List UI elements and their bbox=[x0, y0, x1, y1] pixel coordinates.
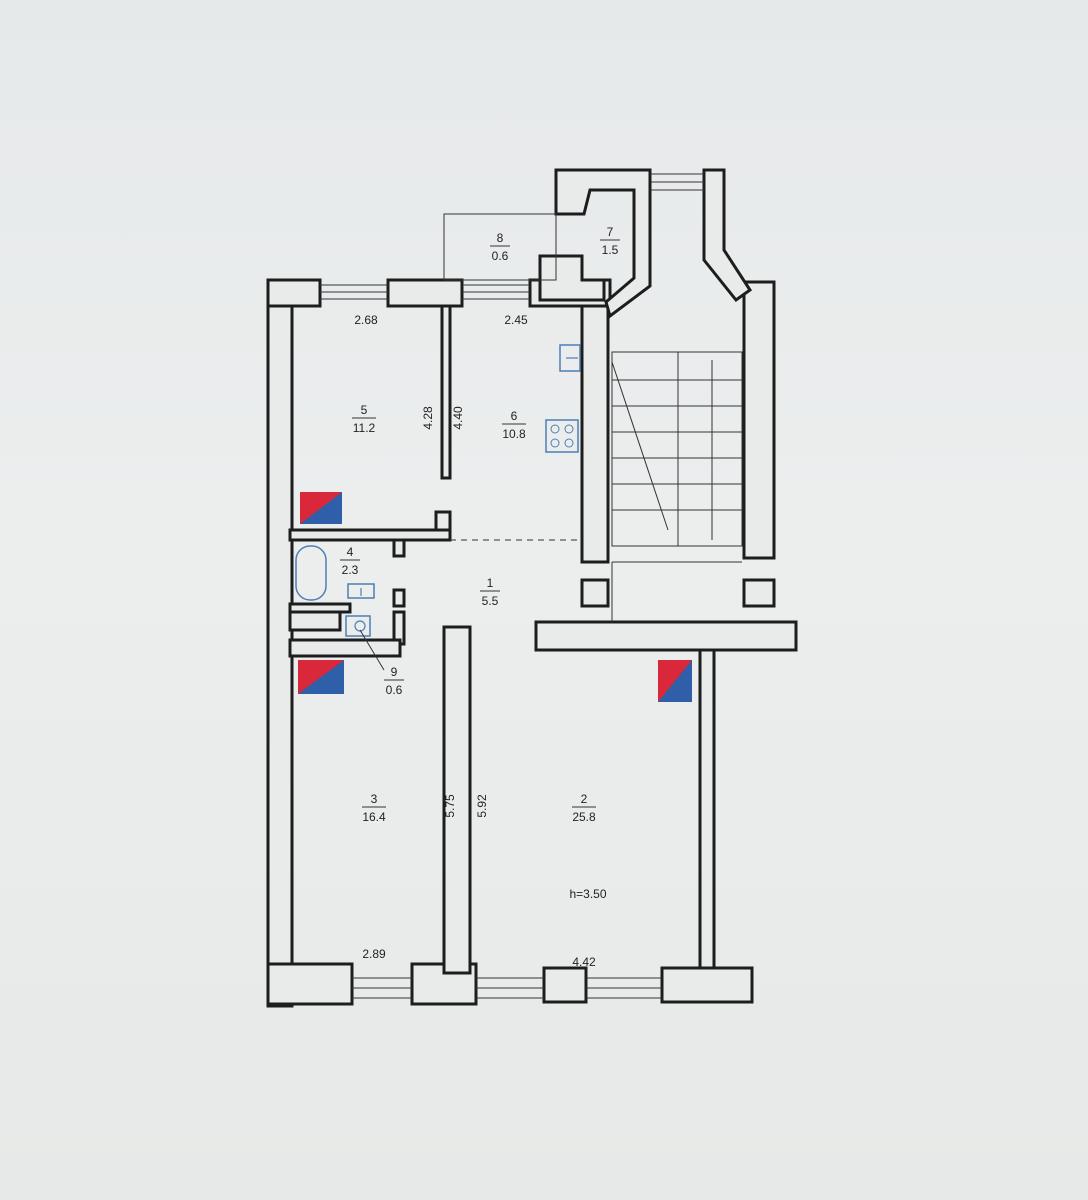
wall-bath-east-b bbox=[392, 588, 406, 608]
north-wall-segment-a bbox=[266, 278, 322, 308]
dimension-labels: 2.68 2.45 4.28 4.40 5.75 5.92 2.89 4.42 … bbox=[354, 313, 607, 969]
vestibule-walls bbox=[538, 168, 753, 319]
room-2-number: 2 bbox=[581, 792, 588, 806]
room-8-number: 8 bbox=[497, 231, 504, 245]
wall-5-6-upper bbox=[440, 304, 452, 480]
radiator-icon-room5 bbox=[300, 492, 342, 524]
room-7-area: 1.5 bbox=[602, 243, 619, 257]
dim-room6-width: 2.45 bbox=[504, 313, 528, 327]
room-9-area: 0.6 bbox=[386, 683, 403, 697]
sink-icon bbox=[347, 583, 375, 599]
wall-wc-west bbox=[288, 610, 342, 632]
wall-stair-post bbox=[580, 578, 610, 608]
wall-3-north bbox=[288, 638, 402, 658]
room-7-number: 7 bbox=[607, 225, 614, 239]
room-1-number: 1 bbox=[487, 576, 494, 590]
room-6-area: 10.8 bbox=[502, 427, 526, 441]
room-1-area: 5.5 bbox=[482, 594, 499, 608]
room-labels: 1 5.5 2 25.8 3 16.4 4 2.3 5 11.2 6 10.8 … bbox=[340, 225, 620, 824]
south-wall-segment-c bbox=[542, 966, 588, 1004]
room8-wall bbox=[538, 254, 606, 302]
wall-kitchen-east bbox=[580, 304, 610, 564]
south-wall-segment-a bbox=[266, 962, 354, 1006]
wall-bath-east-a bbox=[392, 538, 406, 558]
dim-room2-width: 4.42 bbox=[572, 955, 596, 969]
stove-icon bbox=[545, 419, 579, 453]
room-5-number: 5 bbox=[361, 403, 368, 417]
balcony-outline bbox=[443, 213, 557, 281]
wall-stair-east-post bbox=[742, 578, 776, 608]
room-4-number: 4 bbox=[347, 545, 354, 559]
west-wall bbox=[266, 278, 294, 1008]
south-wall-segment-d bbox=[660, 966, 754, 1004]
radiator-icon-room3 bbox=[298, 660, 344, 694]
windows bbox=[320, 173, 704, 999]
stair-shaft-wall bbox=[702, 168, 753, 303]
stairs-icon bbox=[611, 351, 743, 622]
ceiling-height: h=3.50 bbox=[569, 887, 606, 901]
room-5-area: 11.2 bbox=[353, 421, 376, 435]
room-4-area: 2.3 bbox=[342, 563, 359, 577]
radiator-icon-room2 bbox=[658, 660, 692, 702]
dim-room2-length: 5.92 bbox=[475, 794, 489, 818]
dim-room5-length: 4.28 bbox=[421, 406, 435, 430]
room-3-area: 16.4 bbox=[362, 810, 386, 824]
dim-room3-width: 2.89 bbox=[362, 947, 386, 961]
room-6-number: 6 bbox=[511, 409, 518, 423]
east-wall-room2 bbox=[698, 646, 716, 970]
interior-walls bbox=[288, 280, 798, 975]
wall-2-3 bbox=[442, 625, 472, 975]
wall-stair-east bbox=[742, 280, 776, 560]
room-8-area: 0.6 bbox=[492, 249, 509, 263]
room-9-number: 9 bbox=[391, 665, 398, 679]
kitchen-sink-icon bbox=[559, 344, 581, 372]
room7-wall bbox=[554, 168, 652, 319]
north-wall-segment-b bbox=[386, 278, 464, 308]
toilet-icon bbox=[345, 615, 371, 637]
bathtub-icon bbox=[295, 545, 327, 601]
dim-room3-length: 5.75 bbox=[443, 794, 457, 818]
wall-5-south bbox=[288, 528, 452, 542]
wall-2-north bbox=[534, 620, 798, 652]
room-3-number: 3 bbox=[371, 792, 378, 806]
dim-room5-width: 2.68 bbox=[354, 313, 378, 327]
room-2-area: 25.8 bbox=[572, 810, 596, 824]
dim-room6-length: 4.40 bbox=[451, 406, 465, 430]
